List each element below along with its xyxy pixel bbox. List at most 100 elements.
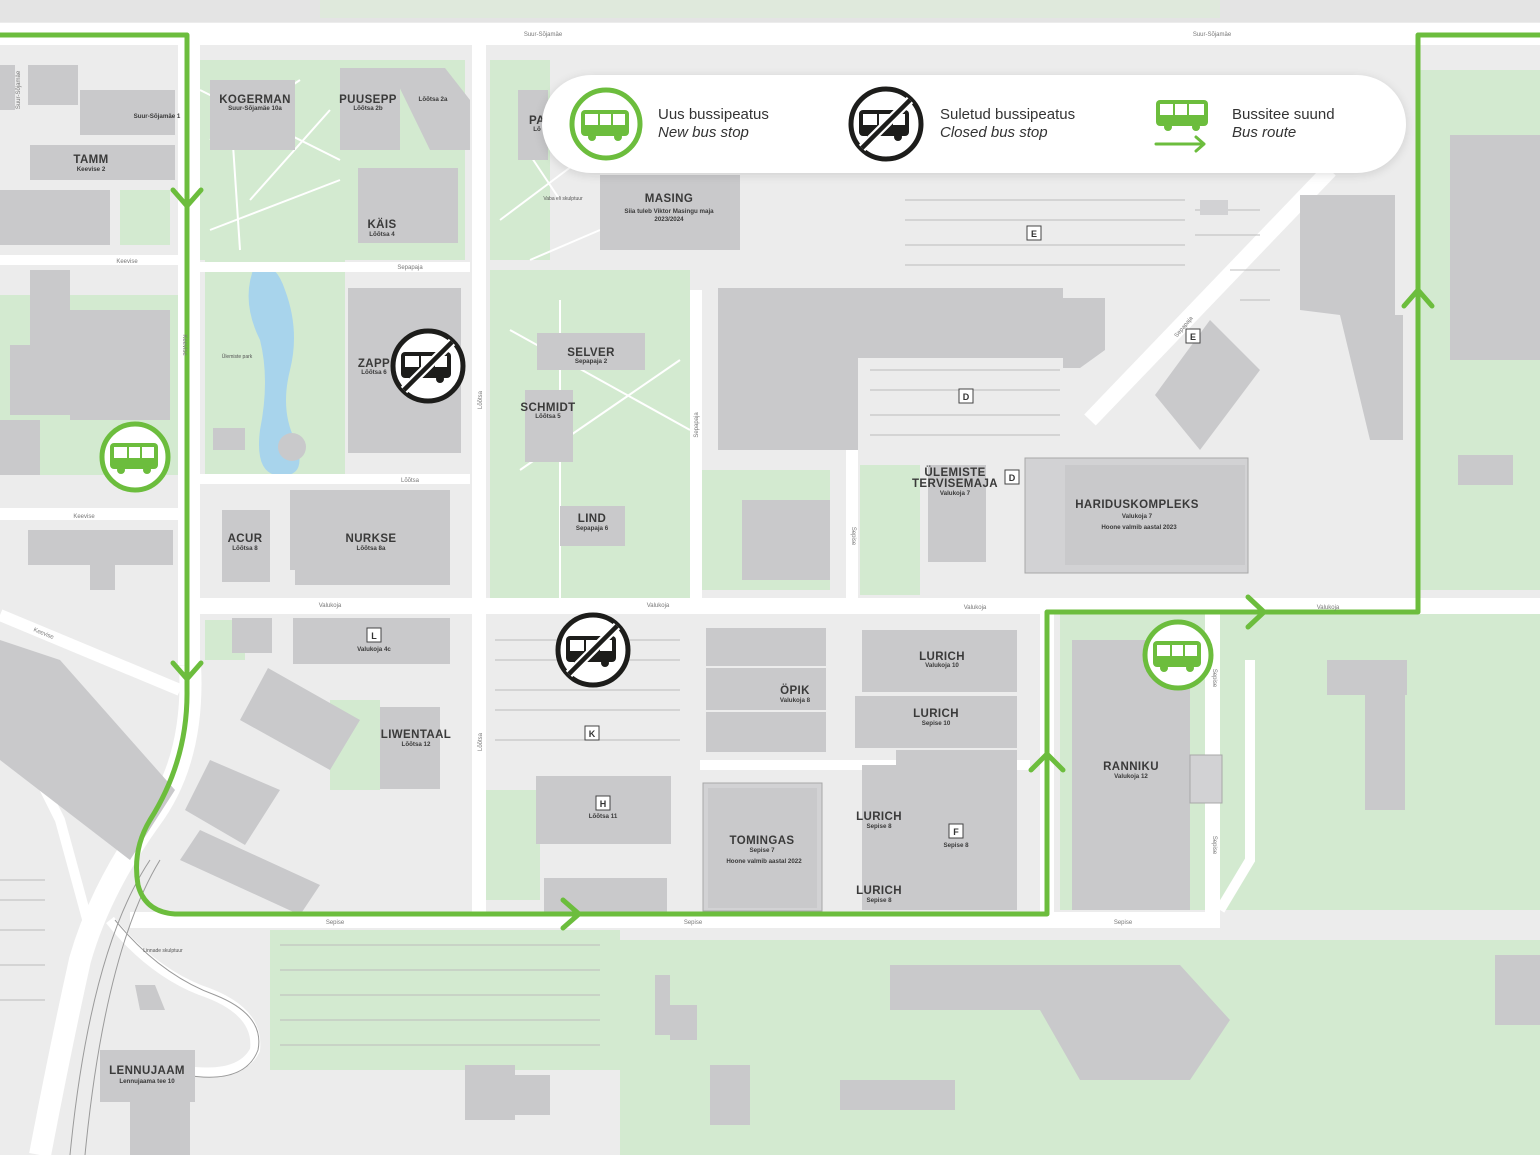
zone-label: K [589, 729, 596, 739]
bus-stop-icon [110, 443, 158, 474]
building-name: ÜLEMISTE [924, 466, 985, 479]
building-name: TAMM [73, 154, 108, 166]
building-labels: KOGERMAN Suur-Sõjamäe 10a PUUSEPP Lõõtsa… [73, 94, 1198, 1085]
legend-route-label: Bussitee suund [1232, 106, 1335, 123]
street-label: Lõõtsa [478, 732, 484, 751]
building-name: TERVISEMAJA [912, 478, 998, 490]
building-address: Suur-Sõjamäe 10a [228, 105, 282, 112]
bus-stop-icon [1153, 641, 1201, 672]
street-label: Valukoja [964, 605, 987, 611]
street-label: Sepise [1114, 920, 1133, 926]
legend-new-stop-sub: New bus stop [658, 124, 749, 141]
street-label: Keevise [116, 259, 138, 265]
building-note: Hoone valmib aastal 2023 [1101, 524, 1177, 531]
street-label: Sepise [326, 920, 345, 926]
building-address: Valukoja 4c [357, 646, 391, 653]
building-address: Sepapaja 2 [575, 358, 608, 365]
street-labels: Suur-Sõjamäe Suur-Sõjamäe Keevise Keevis… [16, 32, 1340, 954]
pond [248, 264, 300, 476]
building-address: Valukoja 12 [1114, 773, 1148, 780]
building-name: NURKSE [346, 533, 397, 545]
zone-label: F [953, 827, 959, 837]
bus-route [0, 32, 1540, 931]
building-address: Lõõtsa 5 [535, 413, 561, 420]
building-name: SELVER [567, 347, 615, 359]
building-name: KOGERMAN [219, 94, 291, 106]
building-address: Lõõtsa 2a [419, 96, 448, 103]
building-name: ACUR [228, 533, 263, 545]
bus-stop-icon [569, 87, 643, 161]
building-address: Valukoja 10 [925, 662, 959, 669]
zone-label: E [1190, 332, 1196, 342]
bus-route-icon [1154, 100, 1208, 153]
building-address: Lõõtsa 8 [232, 545, 258, 552]
building-address: Lõõtsa 11 [589, 813, 618, 820]
building-address: Suur-Sõjamäe 1 [134, 113, 181, 120]
small-label: Linnade skulptuur [143, 948, 183, 954]
legend-closed-stop: Suletud bussipeatus Closed bus stop [846, 75, 1075, 173]
small-label: Ülemiste park [222, 353, 253, 360]
legend-closed-stop-sub: Closed bus stop [940, 124, 1048, 141]
map-legend: Uus bussipeatus New bus stop Suletud bus… [542, 75, 1406, 173]
building-name: LURICH [856, 811, 902, 823]
building-name: PA [529, 115, 545, 127]
legend-route: Bussitee suund Bus route [1154, 75, 1335, 173]
legend-closed-stop-text: Suletud bussipeatus Closed bus stop [940, 106, 1075, 142]
legend-closed-stop-label: Suletud bussipeatus [940, 106, 1076, 123]
zone-label: E [1031, 229, 1037, 239]
zone-label: H [600, 799, 607, 809]
closed-bus-stop-2[interactable] [555, 612, 631, 688]
building-address: Sepapaja 6 [576, 525, 609, 532]
street-label: Suur-Sõjamäe [524, 32, 563, 38]
building-address: Lõõtsa 6 [361, 369, 387, 376]
building-name: RANNIKU [1103, 761, 1159, 773]
building-name: LURICH [856, 885, 902, 897]
new-bus-stop-1[interactable] [99, 421, 171, 493]
parking-zone-markers: E E D D L K H F [366, 225, 1201, 839]
building-address: Lõõtsa 12 [402, 741, 431, 748]
legend-route-text: Bussitee suund Bus route [1232, 106, 1335, 142]
legend-new-stop: Uus bussipeatus New bus stop [568, 75, 769, 173]
building-name: PUUSEPP [339, 94, 397, 106]
street-label: Lõõtsa [478, 390, 484, 409]
building-address: Valukoja 8 [780, 697, 811, 704]
building-address: Siia tuleb Viktor Masingu maja [624, 208, 714, 215]
building-name: TOMINGAS [730, 835, 795, 847]
street-label: Lõõtsa [401, 478, 420, 484]
building-address: Lennujaama tee 10 [119, 1078, 175, 1085]
building-address: Sepise 8 [943, 842, 969, 849]
closed-bus-stop-icon [848, 86, 924, 162]
building-address: Sepise 8 [866, 897, 892, 904]
street-label: Sepise [850, 527, 856, 546]
legend-new-stop-text: Uus bussipeatus New bus stop [658, 106, 769, 142]
building-name: LIND [578, 513, 606, 525]
building-address: Sepise 10 [922, 720, 951, 727]
building-address: Lõõtsa 8a [357, 545, 386, 552]
building-address: Sepise 7 [749, 847, 775, 854]
street-label: Valukoja [319, 603, 342, 609]
building-address: Lõõtsa 2b [353, 105, 382, 112]
street-label: Valukoja [647, 603, 670, 609]
new-bus-stop-2[interactable] [1142, 619, 1214, 691]
building-address: Lõ [533, 126, 541, 133]
street-label: Sepapaja [397, 265, 423, 271]
building-name: ÖPIK [780, 684, 810, 697]
building-name: LENNUJAAM [109, 1065, 185, 1077]
building-name: LURICH [919, 651, 965, 663]
street-label: Keevise [181, 334, 187, 356]
building-name: ZAPP [358, 358, 390, 370]
closed-bus-stop-1[interactable] [390, 328, 466, 404]
building-address: Valukoja 7 [940, 490, 971, 497]
street-label: Suur-Sõjamäe [1193, 32, 1232, 38]
building-address: Sepise 8 [866, 823, 892, 830]
building-address: Lõõtsa 4 [369, 231, 395, 238]
legend-new-stop-label: Uus bussipeatus [658, 106, 769, 123]
building-note: 2023/2024 [654, 216, 684, 223]
street-label: Keevise [73, 514, 95, 520]
zone-label: D [963, 392, 970, 402]
legend-route-sub: Bus route [1232, 124, 1297, 141]
building-note: Hoone valmib aastal 2022 [726, 858, 802, 865]
buildings [0, 65, 1540, 1155]
